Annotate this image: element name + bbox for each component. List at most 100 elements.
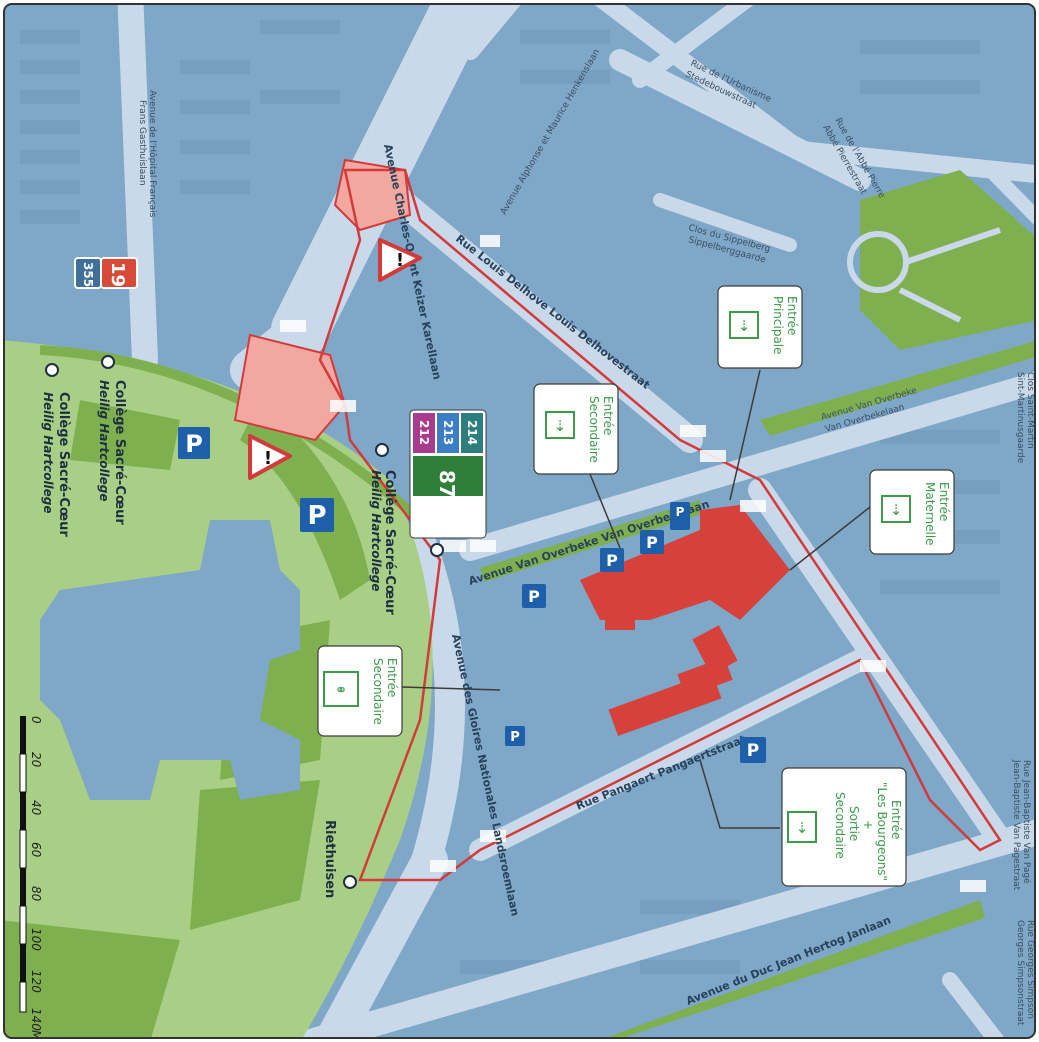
entrance-bourgeons-line4: Sortie	[847, 806, 861, 841]
scale-unit: M	[29, 1030, 43, 1041]
warning-mark-north: !	[396, 250, 404, 271]
stop-label-college-fr-1: Collège Sacré-Cœur	[112, 380, 127, 525]
park-duc-jean	[600, 900, 985, 1038]
entrance-bourgeons-icon: ⇣	[796, 819, 809, 837]
scale-tick-0: 0	[29, 716, 43, 724]
entrance-velo-icon: ⚭	[335, 681, 348, 699]
entrance-bourgeons-line3: +	[861, 820, 875, 830]
entrance-principale-line2: Principale	[771, 296, 785, 355]
entrance-principale: ⇣ Entrée Principale	[717, 285, 803, 369]
street-label-saint-martin: Clos Saint-Martin	[1025, 372, 1035, 449]
basilica-lawn-5	[70, 400, 180, 470]
entrance-bourgeons-line5: Secondaire	[833, 792, 847, 859]
parking-badge-3: P	[600, 548, 624, 572]
street-label-hopital-nl: Frans Gasthuislaan	[137, 100, 147, 186]
entrance-secondaire-icon: ⇣	[554, 417, 567, 435]
street-label-van-page: Rue Jean-Baptiste Van Pagé	[1021, 760, 1032, 884]
street-label-saint-martin-nl: Sint-Martinusgaarde	[1015, 372, 1025, 464]
street-label-van-page-nl: Jean-Baptiste Van Pagestraat	[1011, 759, 1021, 891]
warning-sign-south: !	[248, 434, 292, 480]
line-badge-213: 213	[441, 420, 455, 445]
school-annex-4	[677, 657, 733, 697]
entrance-bourgeons-line1: Entrée	[889, 800, 903, 839]
building-texture	[20, 20, 1000, 974]
scale-tick-80: 80	[29, 886, 43, 902]
svg-text:P: P	[307, 501, 326, 531]
avenue-green-strip-2	[480, 500, 702, 582]
line-badge-214: 214	[465, 420, 479, 445]
entrance-principale-line1: Entrée	[785, 296, 799, 335]
entrance-bourgeons: ⇣ Entrée "Les Bourgeons" + Sortie Second…	[781, 767, 907, 887]
school-annex-1	[605, 595, 635, 630]
entrance-bourgeons-line2: "Les Bourgeons"	[875, 782, 889, 881]
line-badge-212: 212	[417, 420, 431, 445]
entrance-secondaire: ⇣ Entrée Secondaire	[533, 383, 619, 475]
park-north	[860, 170, 1035, 350]
street-network	[117, 4, 1035, 1038]
parking-badge-6: P	[740, 737, 766, 763]
school-building-main	[580, 505, 790, 620]
entrance-secondaire-line2: Secondaire	[587, 396, 601, 463]
stop-label-riethuisen: Riethuisen	[322, 820, 337, 898]
parking-badge-5: P	[505, 726, 525, 746]
callout-lines	[401, 369, 871, 829]
stop-label-college-nl-1: Heilig Hartcollege	[97, 380, 111, 502]
entrance-maternelle-icon: ⇣	[890, 501, 903, 519]
school-annex-2	[692, 625, 738, 675]
stop-label-college-nl-3: Heilig Hartcollege	[369, 470, 383, 592]
svg-text:P: P	[676, 505, 685, 519]
map-frame	[3, 3, 1036, 1039]
pedestrian-crossings	[280, 235, 986, 892]
parking-badge-2: P	[640, 530, 664, 554]
park-path	[847, 227, 1001, 323]
scale-bar: 0 20 40 60 80 100 120 140 M	[19, 716, 43, 1041]
bus-stop-west-2	[45, 363, 59, 377]
entrance-maternelle: ⇣ Entrée Maternelle	[869, 469, 955, 555]
parking-badge-large-1: P	[178, 427, 210, 459]
svg-text:P: P	[747, 741, 759, 761]
street-label-georges-nl: Georges Simpsonstraat	[1015, 920, 1025, 1026]
basilica-lawn-3	[190, 780, 320, 930]
entrance-velo: ⚭ Entrée Secondaire	[317, 645, 403, 737]
basilica-building	[40, 520, 300, 800]
basilica-lawn-4	[4, 920, 180, 1038]
bus-stop-east	[375, 443, 389, 457]
entrance-maternelle-line1: Entrée	[937, 482, 951, 521]
stop-label-college-fr-2: Collège Sacré-Cœur	[56, 392, 71, 537]
parking-badge-large-2: P	[300, 498, 334, 532]
svg-text:P: P	[185, 430, 203, 458]
entrance-velo-line2: Secondaire	[371, 658, 385, 725]
warning-mark-south: !	[264, 448, 272, 469]
scale-tick-120: 120	[29, 970, 43, 993]
entrance-maternelle-line2: Maternelle	[923, 482, 937, 546]
svg-text:P: P	[646, 533, 658, 552]
bus-stop-riethuisen	[343, 875, 357, 889]
entrance-secondaire-line1: Entrée	[601, 396, 615, 435]
bus-stop-west-1	[101, 355, 115, 369]
avenue-green-strip	[760, 340, 1035, 436]
line-badge-355: 355	[81, 262, 95, 287]
street-label-georges: Rue Georges Simpson	[1025, 920, 1035, 1019]
entrance-velo-line1: Entrée	[385, 658, 399, 697]
scale-tick-20: 20	[29, 752, 43, 768]
bus-stop-87	[430, 543, 444, 557]
parking-badge-4: P	[522, 584, 546, 608]
svg-text:P: P	[510, 730, 520, 745]
line-badge-group-east: 212 213 214 87	[409, 409, 487, 539]
basilica-ring	[39, 345, 424, 524]
parking-badge-bike-1: P	[670, 502, 690, 530]
street-label-hopital: Avenue de l'Hôpital Français	[147, 90, 158, 218]
entrance-principale-icon: ⇣	[738, 317, 751, 335]
scale-tick-40: 40	[29, 800, 43, 816]
line-badge-87: 87	[435, 470, 459, 498]
scale-tick-140: 140	[29, 1008, 43, 1031]
svg-text:P: P	[606, 551, 618, 570]
warning-sign-north: !	[378, 238, 422, 282]
svg-text:P: P	[528, 587, 540, 606]
line-badge-group-west: 355 19	[74, 257, 138, 289]
crossing-zone-roundabout	[233, 333, 347, 442]
stop-label-college-nl-2: Heilig Hartcollege	[41, 392, 55, 514]
scale-tick-100: 100	[29, 928, 43, 951]
line-badge-19: 19	[107, 262, 128, 287]
